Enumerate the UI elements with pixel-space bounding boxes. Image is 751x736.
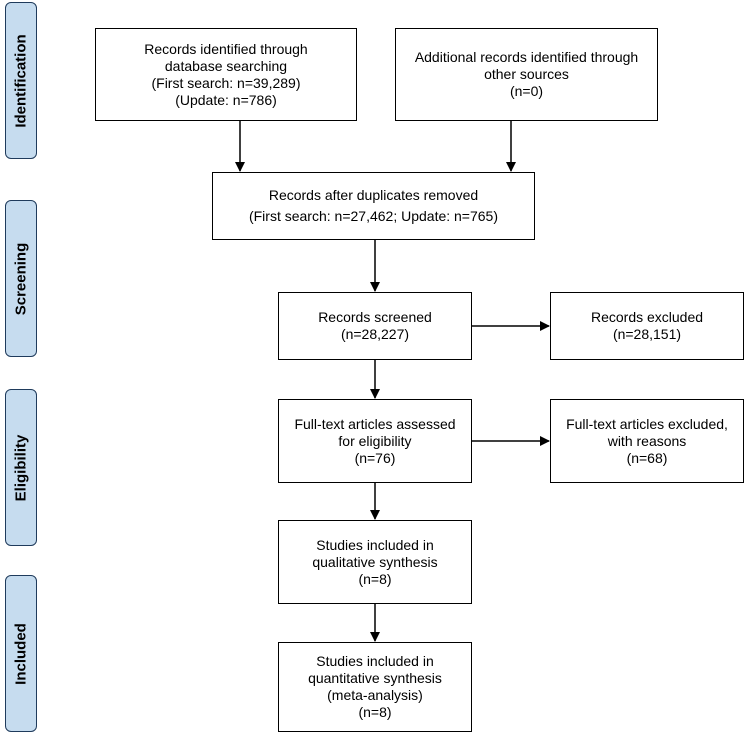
box-line: Records after duplicates removed bbox=[268, 187, 479, 203]
box-line: database searching bbox=[164, 57, 288, 74]
box-after-duplicates: Records after duplicates removed (First … bbox=[212, 172, 535, 240]
phase-eligibility: Eligibility bbox=[5, 389, 37, 546]
box-line: Full-text articles assessed bbox=[294, 415, 456, 432]
box-fulltext-assessed: Full-text articles assessed for eligibil… bbox=[278, 399, 472, 483]
box-line: (n=76) bbox=[354, 449, 396, 466]
box-line: for eligibility bbox=[338, 432, 412, 449]
box-line: (n=8) bbox=[358, 704, 392, 720]
box-line: other sources bbox=[484, 66, 569, 82]
box-qualitative-synthesis: Studies included in qualitative synthesi… bbox=[278, 520, 472, 604]
box-other-sources: Additional records identified through ot… bbox=[395, 28, 658, 121]
box-line: (meta-analysis) bbox=[327, 687, 423, 703]
box-line: Full-text articles excluded, bbox=[566, 415, 728, 432]
box-line: qualitative synthesis bbox=[312, 553, 438, 570]
box-line: (First search: n=39,289) bbox=[151, 74, 301, 91]
box-line: (n=28,227) bbox=[340, 326, 410, 342]
box-line: Studies included in bbox=[316, 536, 434, 553]
box-line: (First search: n=27,462; Update: n=765) bbox=[248, 208, 499, 224]
box-records-excluded: Records excluded (n=28,151) bbox=[550, 292, 744, 360]
box-line: (Update: n=786) bbox=[175, 91, 277, 108]
box-records-screened: Records screened (n=28,227) bbox=[278, 292, 472, 360]
box-line: (n=0) bbox=[509, 83, 544, 99]
box-line: (n=68) bbox=[626, 449, 668, 466]
box-line: Records identified through bbox=[144, 40, 308, 57]
box-quantitative-synthesis: Studies included in quantitative synthes… bbox=[278, 642, 472, 732]
phase-screening: Screening bbox=[5, 200, 37, 357]
box-line: Additional records identified through bbox=[414, 49, 639, 65]
box-line: Studies included in bbox=[316, 653, 434, 669]
phase-identification: Identification bbox=[5, 2, 37, 159]
phase-included: Included bbox=[5, 575, 37, 732]
box-fulltext-excluded: Full-text articles excluded, with reason… bbox=[550, 399, 744, 483]
box-line: Records excluded bbox=[590, 309, 704, 325]
box-line: (n=28,151) bbox=[612, 326, 682, 342]
box-line: with reasons bbox=[607, 432, 687, 449]
box-line: (n=8) bbox=[358, 570, 392, 587]
box-line: quantitative synthesis bbox=[308, 670, 442, 686]
box-line: Records screened bbox=[318, 309, 432, 325]
box-database-search: Records identified through database sear… bbox=[95, 28, 357, 121]
